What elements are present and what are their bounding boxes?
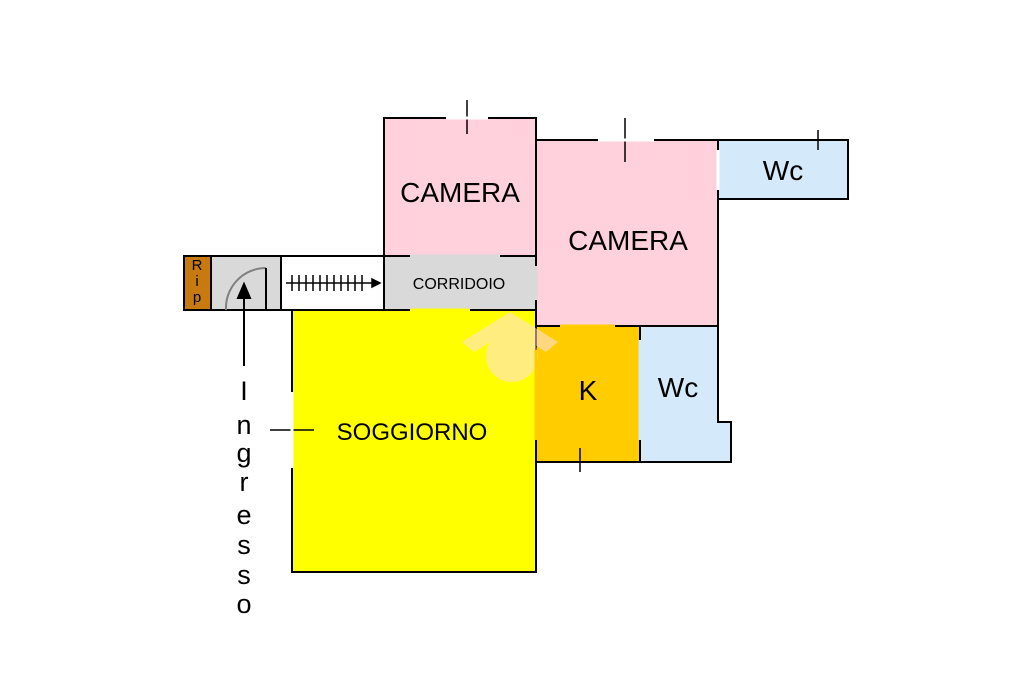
label-corridoio: CORRIDOIO <box>413 276 505 293</box>
ingresso-letter: r <box>240 467 249 497</box>
door-openings <box>410 254 642 440</box>
ingresso-letter: I <box>240 376 248 406</box>
label-camera-1: CAMERA <box>400 177 520 208</box>
label-ingresso: I n g r e s s o <box>236 376 251 619</box>
label-soggiorno: SOGGIORNO <box>337 419 488 446</box>
ingresso-letter: s <box>237 530 251 560</box>
label-wc-2: Wc <box>658 372 698 403</box>
wall-markers <box>270 100 819 472</box>
rip-letter: p <box>193 289 201 306</box>
ingresso-letter: e <box>236 500 251 530</box>
stairs <box>286 275 382 291</box>
room-wc-1[interactable] <box>717 139 849 200</box>
room-ingresso-hall[interactable] <box>210 255 282 311</box>
ingresso-letter: o <box>236 589 251 619</box>
rip-letter: R <box>192 257 203 274</box>
room-camera-2[interactable] <box>535 139 719 327</box>
label-camera-2: CAMERA <box>568 225 688 256</box>
rip-letter: i <box>195 273 198 290</box>
label-kitchen: K <box>579 375 598 406</box>
room-ripostiglio[interactable] <box>183 255 212 311</box>
label-wc-1: Wc <box>763 155 803 186</box>
entrance-door-swing <box>224 266 267 311</box>
ingresso-letter: s <box>237 560 251 590</box>
room-wc-2[interactable] <box>639 325 732 463</box>
ingresso-letter: n <box>236 410 251 440</box>
entrance-arrow-icon <box>236 281 252 366</box>
label-ripostiglio: R i p <box>192 257 203 306</box>
ingresso-letter: g <box>236 438 251 468</box>
room-camera-1[interactable] <box>383 117 537 257</box>
watermark-logo <box>462 312 558 382</box>
